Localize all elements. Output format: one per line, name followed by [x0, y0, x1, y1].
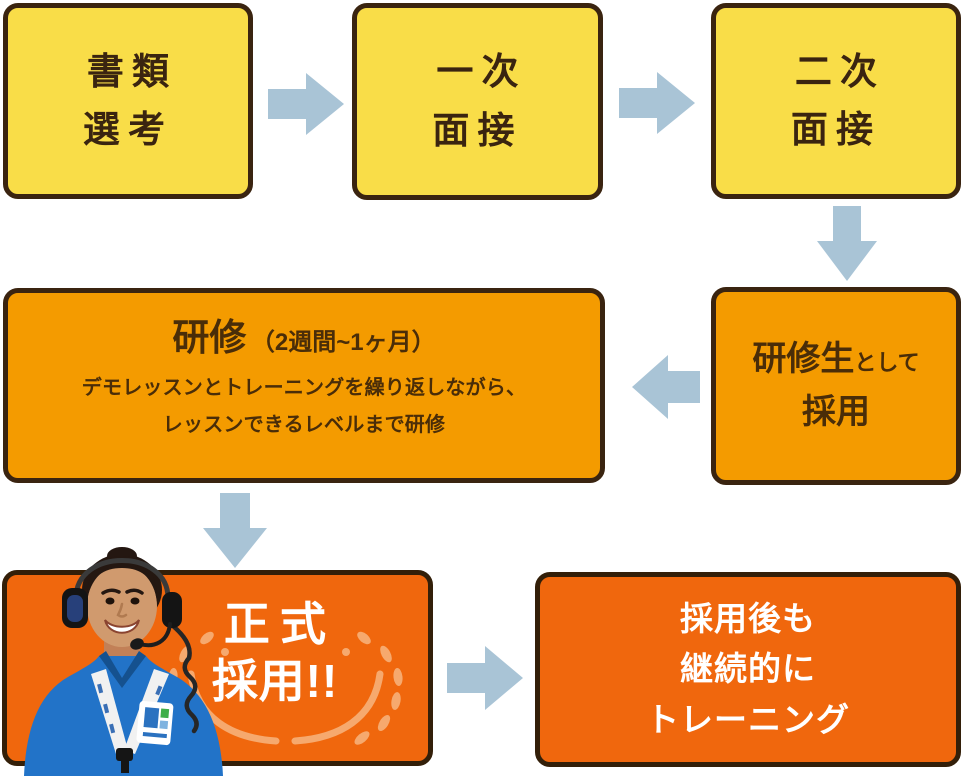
step-label-line3: トレーニング — [646, 700, 850, 738]
training-description: デモレッスンとトレーニングを繰り返しながら、 レッスンできるレベルまで研修 — [82, 370, 526, 444]
step-label: 一次 面接 — [428, 43, 526, 160]
training-title: 研修 — [172, 317, 247, 358]
official-hire-label: 正式 採用!! — [125, 596, 425, 710]
step-label-line2: 面接 — [790, 109, 882, 150]
step-label-line2: 面接 — [432, 109, 523, 151]
step-label-line1: 書類 — [86, 50, 178, 92]
step-label: 二次 面接 — [787, 43, 885, 160]
training-title-row: 研修 （2週間~1ヶ月） — [172, 317, 435, 360]
official-hire-line2: 採用!! — [211, 655, 339, 708]
official-hire-line1: 正式 — [223, 598, 337, 650]
step-label-line2: 継続的に — [680, 650, 816, 688]
step-label-particle: として — [854, 350, 920, 376]
step-first-interview: 一次 面接 — [352, 3, 603, 200]
step-ongoing-training: 採用後も 継続的に トレーニング — [535, 572, 961, 767]
training-duration: （2週間~1ヶ月） — [250, 329, 436, 356]
arrow-right-icon — [268, 73, 344, 135]
step-label-line2: 選考 — [82, 109, 174, 150]
arrow-down-icon — [203, 493, 267, 568]
step-label: 研修生として 採用 — [752, 333, 919, 438]
trainee-photo — [24, 547, 223, 776]
training-description-line2: レッスンできるレベルまで研修 — [162, 413, 446, 436]
step-label-line2: 採用 — [802, 393, 870, 431]
arrow-left-icon — [632, 355, 700, 419]
step-training: 研修 （2週間~1ヶ月） デモレッスンとトレーニングを繰り返しながら、 レッスン… — [3, 288, 605, 483]
training-description-line1: デモレッスンとトレーニングを繰り返しながら、 — [81, 376, 527, 399]
step-label-main: 研修生 — [752, 340, 855, 379]
step-label: 採用後も 継続的に トレーニング — [646, 594, 850, 744]
step-label-line1: 採用後も — [680, 600, 816, 638]
training-content: 研修 （2週間~1ヶ月） デモレッスンとトレーニングを繰り返しながら、 レッスン… — [8, 293, 600, 478]
step-label-line1: 一次 — [436, 51, 527, 93]
step-document-screening: 書類 選考 — [3, 3, 253, 199]
arrow-right-icon — [619, 72, 695, 134]
arrow-down-icon — [817, 206, 877, 281]
step-trainee-hire: 研修生として 採用 — [711, 287, 961, 485]
step-second-interview: 二次 面接 — [711, 3, 961, 199]
step-label: 書類 選考 — [79, 43, 177, 160]
arrow-right-icon — [447, 646, 523, 710]
step-label-line1: 二次 — [794, 50, 886, 92]
